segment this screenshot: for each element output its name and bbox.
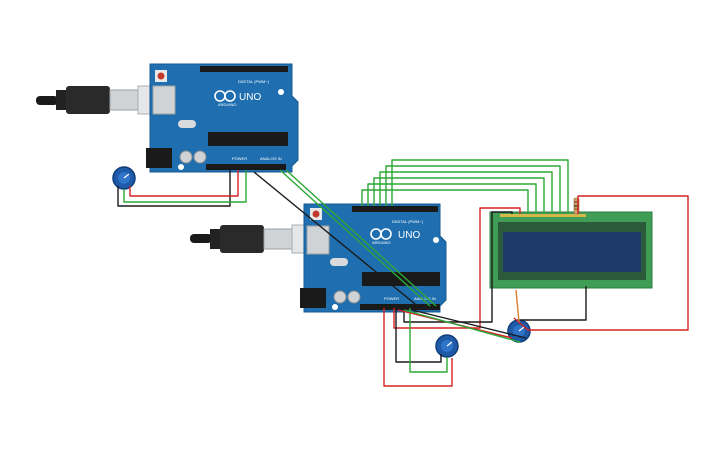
wire-green[interactable] <box>361 189 529 214</box>
wire-green[interactable] <box>391 159 569 214</box>
potentiometer-1[interactable] <box>112 166 136 190</box>
brand-label: ARDUINO <box>372 240 390 245</box>
wires <box>117 159 689 387</box>
crystal-icon <box>330 258 348 266</box>
usb-metal-plug-icon <box>109 89 139 111</box>
power-analog-header-icon <box>360 304 440 310</box>
mount-hole-icon <box>178 164 184 170</box>
potentiometer-3[interactable] <box>507 319 531 343</box>
power-analog-header-icon <box>206 164 286 170</box>
power-label: POWER <box>384 296 399 301</box>
capacitor-icon <box>333 290 347 304</box>
wire-red[interactable] <box>129 170 239 197</box>
wire-red[interactable] <box>393 207 521 329</box>
usb-plug-tip-icon <box>190 234 212 243</box>
wire-green[interactable] <box>403 309 521 343</box>
model-label: UNO <box>398 230 420 241</box>
wire-black[interactable] <box>411 309 527 339</box>
wire-green[interactable] <box>285 169 437 307</box>
capacitor-icon <box>193 150 207 164</box>
wire-black[interactable] <box>395 308 442 363</box>
usb-strain-relief-icon <box>210 229 222 249</box>
wire-orange[interactable] <box>515 289 520 323</box>
digital-label: DIGITAL (PWM~) <box>392 219 424 224</box>
usb-jack-icon <box>152 85 176 115</box>
arduino-uno-1[interactable]: DIGITAL (PWM~) POWER ANALOG IN ARDUINO U… <box>146 63 299 173</box>
wire-black[interactable] <box>117 170 231 207</box>
reset-button-cap-icon <box>157 72 165 80</box>
usb-metal-plug-icon <box>263 228 293 250</box>
digital-label: DIGITAL (PWM~) <box>238 79 270 84</box>
usb-strain-relief-icon <box>56 90 68 110</box>
wire-green[interactable] <box>379 171 553 214</box>
mount-hole-icon <box>332 304 338 310</box>
wire-green[interactable] <box>367 183 537 214</box>
usb-cable-2[interactable] <box>190 224 313 254</box>
wire-green[interactable] <box>409 308 448 373</box>
model-label: UNO <box>239 92 261 103</box>
wire-black[interactable] <box>520 286 587 321</box>
wire-red[interactable] <box>383 308 453 387</box>
digital-header-icon <box>352 206 438 212</box>
brand-label: ARDUINO <box>218 102 236 107</box>
atmega-chip-icon <box>208 132 288 146</box>
reset-button-cap-icon <box>312 210 320 218</box>
power-jack-icon <box>300 288 326 308</box>
wire-green[interactable] <box>123 170 247 203</box>
digital-header-icon <box>200 66 288 72</box>
wire-green[interactable] <box>385 165 561 214</box>
usb-connector-body-icon <box>66 86 110 114</box>
arduino-uno-2[interactable]: DIGITAL (PWM~) POWER ANALOG IN ARDUINO U… <box>300 203 447 313</box>
analog-label: ANALOG IN <box>414 296 436 301</box>
potentiometer-2[interactable] <box>435 334 459 358</box>
power-label: POWER <box>232 156 247 161</box>
wire-red[interactable] <box>513 195 689 331</box>
wire-black[interactable] <box>253 171 421 309</box>
usb-jack-icon <box>306 225 330 255</box>
wire-black[interactable] <box>403 211 513 323</box>
usb-plug-tip-icon <box>36 96 58 105</box>
mount-hole-icon <box>278 89 284 95</box>
capacitor-icon <box>347 290 361 304</box>
arduino-logo-icon <box>370 228 392 240</box>
lcd-pin-header <box>500 214 586 217</box>
usb-connector-body-icon <box>220 225 264 253</box>
wire-green[interactable] <box>279 169 431 307</box>
capacitor-icon <box>179 150 193 164</box>
power-jack-icon <box>146 148 172 168</box>
wire-green[interactable] <box>373 177 545 214</box>
mount-hole-icon <box>433 237 439 243</box>
arduino-logo-icon <box>214 90 236 102</box>
lcd-16x2[interactable] <box>489 197 653 289</box>
crystal-icon <box>178 120 196 128</box>
analog-label: ANALOG IN <box>260 156 282 161</box>
lcd-screen <box>503 232 641 272</box>
